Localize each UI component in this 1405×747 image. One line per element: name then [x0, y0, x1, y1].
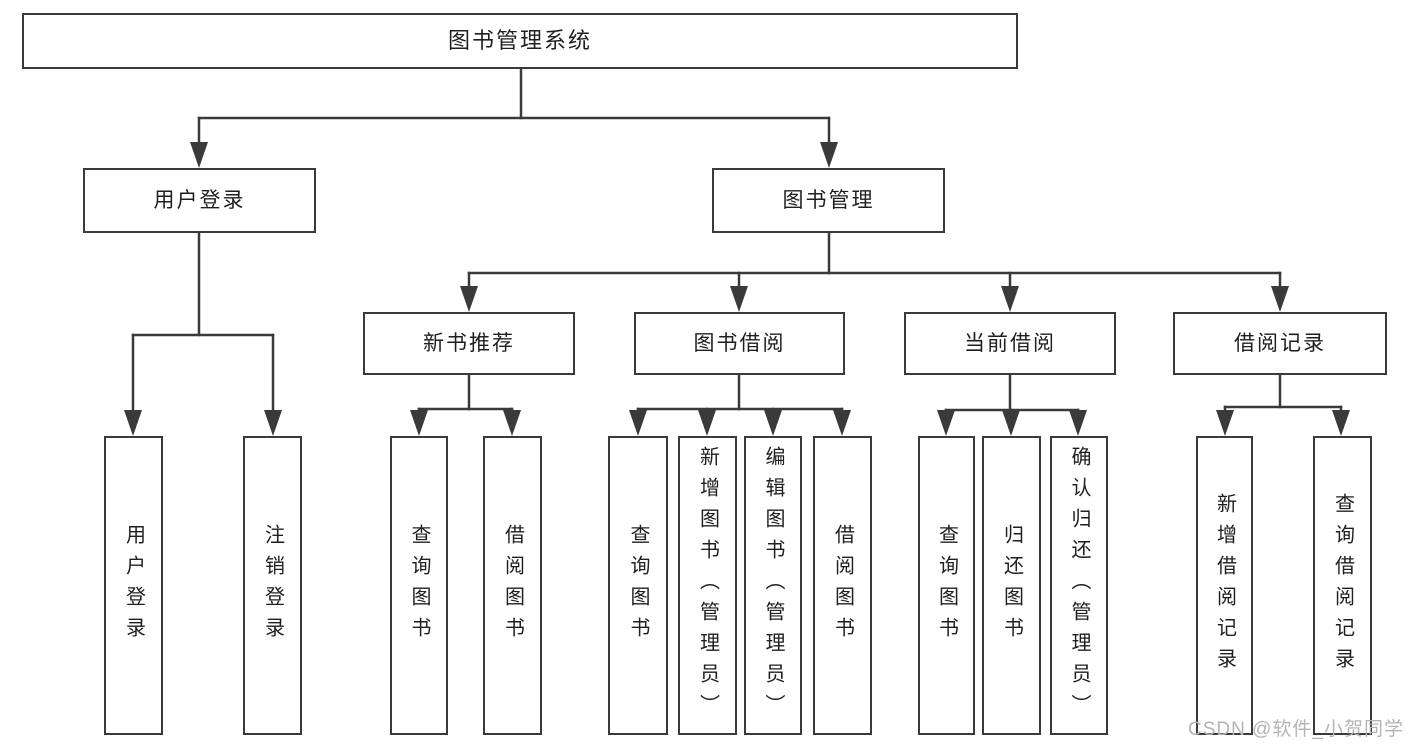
leaf-borrowing-add-books-admin: 新增图书（管理员）: [678, 436, 737, 735]
node-user-login: 用户登录: [83, 168, 316, 233]
leaf-borrowing-query-books: 查询图书: [608, 436, 668, 735]
node-book-borrowing: 图书借阅: [634, 312, 845, 375]
leaf-newbook-borrow-books: 借阅图书: [483, 436, 542, 735]
leaf-records-add-record: 新增借阅记录: [1196, 436, 1253, 735]
leaf-current-query-books: 查询图书: [918, 436, 975, 735]
leaf-current-return-books: 归还图书: [982, 436, 1041, 735]
node-new-book-recommend: 新书推荐: [363, 312, 575, 375]
leaf-current-confirm-return-admin: 确认归还（管理员）: [1050, 436, 1108, 735]
leaf-newbook-query-books: 查询图书: [390, 436, 448, 735]
leaf-borrowing-borrow-books: 借阅图书: [813, 436, 872, 735]
leaf-logout-login: 注销登录: [243, 436, 302, 735]
node-book-management: 图书管理: [712, 168, 945, 233]
watermark: CSDN @软件_小贺同学: [1188, 719, 1404, 740]
leaf-borrowing-edit-books-admin: 编辑图书（管理员）: [744, 436, 802, 735]
node-borrow-records: 借阅记录: [1173, 312, 1387, 375]
leaf-user-login: 用户登录: [104, 436, 163, 735]
node-library-system: 图书管理系统: [22, 13, 1018, 69]
leaf-records-query-record: 查询借阅记录: [1313, 436, 1372, 735]
node-current-borrowing: 当前借阅: [904, 312, 1116, 375]
